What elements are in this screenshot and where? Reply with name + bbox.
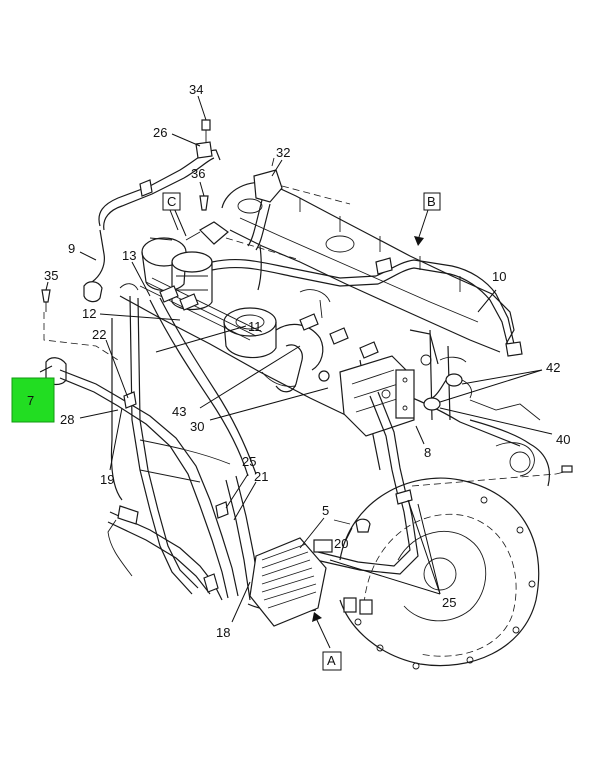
callout-18: 18 [216,625,230,640]
callout-12: 12 [82,306,96,321]
callout-43: 43 [172,404,186,419]
fuel-pump [247,157,283,251]
oil-cooler [249,537,373,627]
callout-36: 36 [191,166,205,181]
fittings-right [420,354,473,411]
small-hardware [41,195,413,593]
callout-labels: 34 26 32 36 9 13 35 12 11 22 28 19 43 30… [44,82,570,640]
highlighted-part-7[interactable]: 7 [11,377,55,423]
callout-20: 20 [334,536,348,551]
highlight-box[interactable] [11,377,55,423]
callout-11: 11 [248,319,262,334]
callout-25-lower: 25 [442,595,456,610]
callout-32: 32 [276,145,290,160]
turbocharger [223,289,331,393]
flywheel-housing [339,465,573,670]
callout-26: 26 [153,125,167,140]
callout-22: 22 [92,327,106,342]
control-module [339,355,415,437]
arrow-a-icon [312,612,322,622]
view-label-c: C [162,192,181,211]
view-label-a-text: A [327,653,336,668]
top-fuel-line [83,119,221,303]
view-label-b: B [423,192,441,211]
injector-lines [119,277,379,359]
callout-28: 28 [60,412,74,427]
callout-5: 5 [322,503,329,518]
callout-30: 30 [190,419,204,434]
callout-8: 8 [424,445,431,460]
callout-9: 9 [68,241,75,256]
callout-13: 13 [122,248,136,263]
callout-19: 19 [100,472,114,487]
callout-10: 10 [492,269,506,284]
callout-40: 40 [556,432,570,447]
view-label-b-text: B [427,194,436,209]
view-label-a: A [322,651,342,671]
fuel-filter [141,221,229,311]
engine-block [110,295,551,501]
highlight-label[interactable]: 7 [27,393,34,408]
callout-35: 35 [44,268,58,283]
callout-34: 34 [189,82,203,97]
callout-25-upper: 25 [242,454,256,469]
view-label-c-text: C [167,194,176,209]
view-arrows [312,209,429,649]
fuel-return-line [211,257,523,365]
hidden-guides [43,185,351,361]
arrow-b-icon [414,236,424,246]
callout-21: 21 [254,469,268,484]
engine-drawing [41,119,573,670]
wire-harness [45,295,419,613]
callout-42: 42 [546,360,560,375]
leader-lines [39,95,553,623]
